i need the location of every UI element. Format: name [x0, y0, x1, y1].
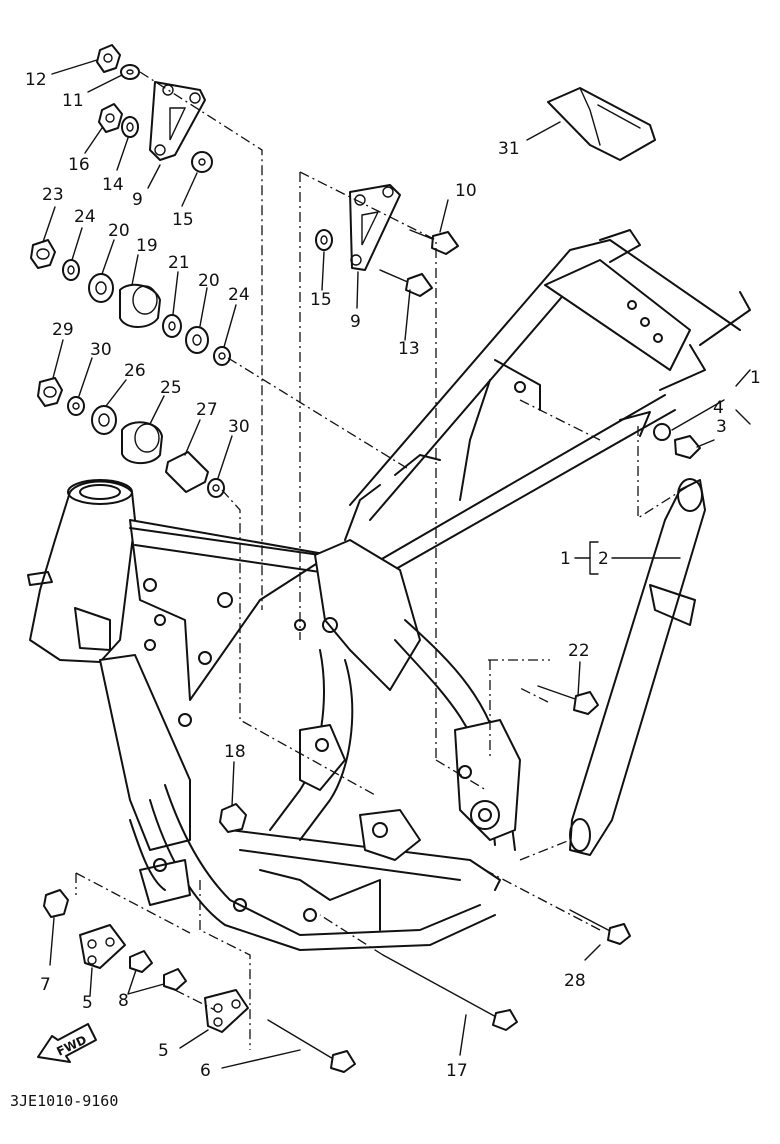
label-22: 22	[568, 641, 590, 661]
hardware-parts	[30, 44, 701, 1073]
label-7: 7	[40, 975, 51, 995]
label-20: 20	[108, 221, 130, 241]
label-30: 30	[90, 340, 112, 360]
label-27: 27	[196, 400, 218, 420]
label-3: 3	[716, 417, 727, 437]
label-9-middle: 9	[350, 312, 361, 332]
label-30b: 30	[228, 417, 250, 437]
label-16: 16	[68, 155, 90, 175]
shock-mount	[314, 539, 421, 691]
label-14: 14	[102, 175, 124, 195]
label-24: 24	[74, 207, 96, 227]
steering-head	[27, 479, 136, 663]
label-21: 21	[168, 253, 190, 273]
label-20b: 20	[198, 271, 220, 291]
label-2: 2	[598, 549, 609, 569]
fwd-arrow-icon: FWD	[37, 1023, 97, 1063]
label-17: 17	[446, 1061, 468, 1081]
rear-frame-stay	[569, 478, 706, 856]
label-13: 13	[398, 339, 420, 359]
label-25: 25	[160, 378, 182, 398]
label-28: 28	[564, 971, 586, 991]
label-24b: 24	[228, 285, 250, 305]
label-31: 31	[498, 139, 520, 159]
label-4: 4	[713, 398, 724, 418]
label-11: 11	[62, 91, 84, 111]
callout-labels: 12 11 16 14 9 15 23 24 20 19 21 20 24 29…	[25, 70, 761, 1081]
label-18: 18	[224, 742, 246, 762]
label-10: 10	[455, 181, 477, 201]
label-15-middle: 15	[310, 290, 332, 310]
label-23: 23	[42, 185, 64, 205]
label-8: 8	[118, 991, 129, 1011]
leader-lines	[42, 59, 751, 1069]
frame-drawing	[27, 229, 751, 951]
label-9-upper: 9	[132, 190, 143, 210]
label-15-upper: 15	[172, 210, 194, 230]
bracket-9-upper	[149, 81, 206, 161]
label-1-lower: 1	[560, 549, 571, 569]
label-6: 6	[200, 1061, 211, 1081]
engine-cradle	[129, 784, 501, 951]
label-1-upper: 1	[750, 368, 761, 388]
label-5-lower: 5	[82, 993, 93, 1013]
bracket-9-middle	[349, 184, 401, 271]
drawing-code: 3JE1010-9160	[10, 1092, 118, 1110]
label-12: 12	[25, 70, 47, 90]
label-19: 19	[136, 236, 158, 256]
assembly-lines	[75, 71, 691, 1050]
label-5: 5	[158, 1041, 169, 1061]
label-29: 29	[52, 320, 74, 340]
main-spars	[269, 619, 521, 851]
label-26: 26	[124, 361, 146, 381]
front-down-tube	[99, 654, 191, 851]
seat-rail	[344, 229, 751, 579]
